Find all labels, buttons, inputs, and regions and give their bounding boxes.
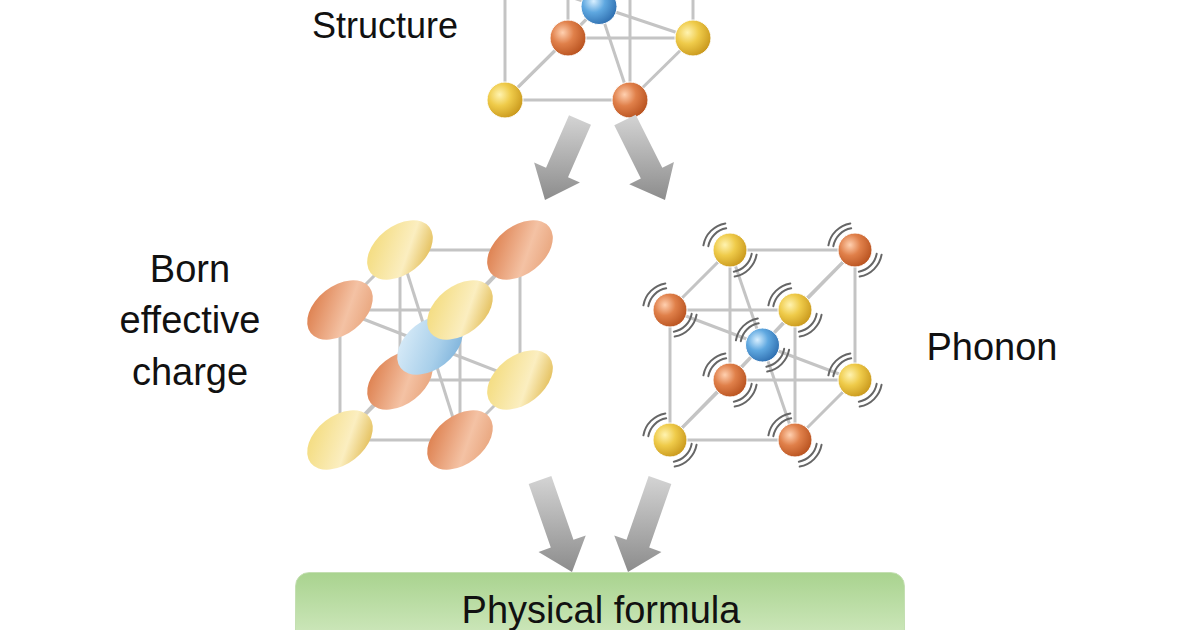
vibration-arc [768,283,790,305]
atom-sphere [550,20,586,56]
bond-line [670,345,763,440]
atom-sphere [653,423,687,457]
illustration-node: Phonon [630,200,1080,480]
charge-ellipsoid [416,398,504,482]
charge-ellipsoid [416,268,504,352]
atom-sphere [838,233,872,267]
vibration-arc [768,413,790,435]
bond-line [505,7,599,101]
vibration-arc [735,255,757,277]
vibration-marks [643,283,696,336]
crystal-frame [340,250,520,440]
atom-sphere [675,20,711,56]
bond-line [670,309,795,312]
vibration-marks [736,318,789,371]
bond-line [794,310,797,440]
atom-sphere [612,82,648,118]
bond-line [669,310,672,440]
block-arrow [614,115,674,200]
charge-ellipsoid [296,398,384,482]
crystal-frame [505,0,693,100]
vibration-arc [643,413,665,435]
vibration-arc [703,223,725,245]
block-arrow [614,476,671,572]
bond-line [729,250,732,380]
illustration-node: Born effective charge [100,200,570,480]
vibration-arc [800,315,822,337]
charge-ellipsoid [476,338,564,422]
vibration-arc [735,385,757,407]
vibration-arc [675,315,697,337]
bond-line [730,379,855,382]
atom-sphere [778,423,812,457]
crystal-frame [670,250,855,440]
atom-sphere [487,82,523,118]
vibration-arc [767,350,789,372]
bond-line [763,250,856,345]
stage-label: Born effective charge [100,244,280,398]
charge-ellipsoid [296,268,384,352]
block-arrow [529,476,586,572]
atom-sphere [653,293,687,327]
vibration-marks [703,223,756,276]
bond-line [505,99,630,102]
illustration-node: Structure [280,0,720,120]
vibration-arc [860,385,882,407]
vibration-marks [643,413,696,466]
block-arrow [534,115,591,200]
bond-line [854,250,857,380]
vibration-marks [768,413,821,466]
vibration-arc [828,223,850,245]
bond-line [730,249,855,252]
charge-ellipsoid [356,208,444,292]
vibration-arc [828,353,850,375]
box-label: Physical formula [296,585,906,630]
vibration-marks [703,353,756,406]
stage-label: Structure [280,2,458,51]
atom-sphere [713,363,747,397]
vibration-arc [860,255,882,277]
atom-sphere [581,0,617,25]
result-box: Physical formula [295,572,905,630]
atom-sphere [778,293,812,327]
vibration-marks [828,223,881,276]
vibration-arc [643,283,665,305]
vibration-arc [703,353,725,375]
atom-sphere [838,363,872,397]
bond-line [670,439,795,442]
stage-label: Phonon [912,322,1072,373]
atom-sphere [713,233,747,267]
vibration-arc [736,318,758,340]
charge-ellipsoid [476,208,564,292]
vibration-marks [768,283,821,336]
vibration-arc [675,445,697,467]
vibration-marks [828,353,881,406]
vibration-arc [800,445,822,467]
atom-sphere [746,328,780,362]
